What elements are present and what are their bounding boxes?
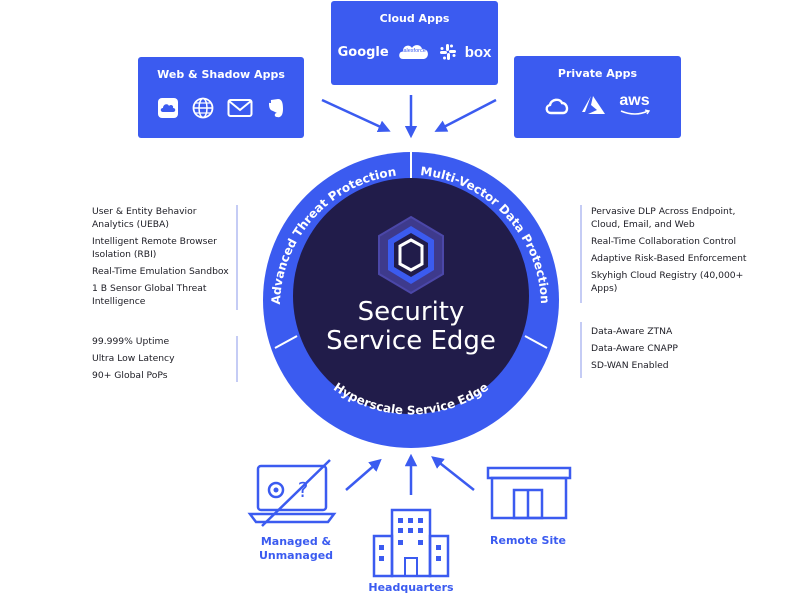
feature-collaboration: Real-Time Collaboration Control — [591, 236, 737, 247]
private-apps-connector — [434, 98, 497, 132]
feature-sdwan: SD-WAN Enabled — [591, 360, 669, 371]
managed-unmanaged-label: Managed & Unmanaged — [258, 535, 334, 562]
right-divider-2 — [580, 322, 582, 378]
remote-site-label: Remote Site — [490, 534, 566, 547]
web-shadow-apps-box: Web & Shadow Apps — [138, 57, 304, 138]
private-apps-box: Private Apps aws — [514, 56, 681, 138]
globe-icon — [192, 97, 213, 119]
outer-ring — [263, 152, 559, 448]
right-feature-list-2: Data-Aware ZTNA Data-Aware CNAPP SD-WAN … — [591, 325, 766, 376]
box-logo: box — [464, 43, 492, 61]
feature-registry-line2: Apps) — [591, 283, 618, 294]
private-apps-title: Private Apps — [557, 67, 638, 80]
feature-cnapp: Data-Aware CNAPP — [591, 343, 678, 354]
core-circle — [293, 178, 529, 414]
ring-divider-right — [524, 335, 548, 349]
salesforce-logo: salesforce — [397, 41, 431, 63]
feature-ztna: Data-Aware ZTNA — [591, 326, 673, 337]
feature-sandbox: Real-Time Emulation Sandbox — [92, 266, 229, 277]
feature-pops: 90+ Global PoPs — [92, 370, 168, 381]
web-apps-connector — [321, 98, 391, 133]
remote-site-store-icon — [486, 466, 572, 520]
feature-sensor-line1: 1 B Sensor Global Threat — [92, 283, 207, 294]
feature-rbi-line2: Isolation (RBI) — [92, 249, 157, 260]
feature-ueba-line1: User & Entity Behavior — [92, 206, 197, 217]
left-arrow-under — [342, 470, 375, 500]
ring-divider-left — [274, 335, 298, 349]
right-feature-list-1: Pervasive DLP Across Endpoint, Cloud, Em… — [591, 205, 766, 295]
headquarters-building-icon — [372, 508, 450, 578]
left-divider-2 — [236, 336, 238, 382]
left-feature-list-2: 99.999% Uptime Ultra Low Latency 90+ Glo… — [92, 335, 232, 386]
mail-icon — [227, 99, 252, 117]
ring-label-right: Multi-Vector Data Protection — [420, 164, 552, 304]
laptop-icon: ? — [247, 459, 337, 527]
cloud-apps-title: Cloud Apps — [379, 12, 450, 25]
center-title-line1: Security — [358, 297, 465, 327]
ring-label-bottom: Hyperscale Service Edge — [331, 380, 491, 418]
feature-adaptive-risk: Adaptive Risk-Based Enforcement — [591, 253, 747, 264]
left-feature-list-1: User & Entity Behavior Analytics (UEBA) … — [92, 205, 232, 308]
left-divider-1 — [236, 205, 238, 310]
web-shadow-apps-title: Web & Shadow Apps — [157, 68, 285, 81]
feature-rbi-line1: Intelligent Remote Browser — [92, 236, 217, 247]
ring-label-left: Advanced Threat Protection — [269, 165, 397, 305]
center-title-line2: Service Edge — [326, 326, 496, 356]
azure-icon — [581, 96, 605, 114]
hexagon-logo-icon — [378, 215, 444, 295]
feature-ueba-line2: Analytics (UEBA) — [92, 219, 169, 230]
right-divider-1 — [580, 205, 582, 303]
svg-text:?: ? — [298, 478, 309, 502]
feature-dlp-line1: Pervasive DLP Across Endpoint, — [591, 206, 736, 217]
slack-icon — [439, 44, 456, 60]
headquarters-label: Headquarters — [368, 581, 454, 594]
google-cloud-icon — [545, 98, 568, 115]
managed-connector — [345, 458, 382, 491]
remote-connector — [431, 456, 475, 491]
evernote-icon — [268, 99, 283, 118]
cloud-icon — [157, 98, 178, 118]
aws-logo: aws — [618, 92, 652, 118]
feature-latency: Ultra Low Latency — [92, 353, 175, 364]
feature-registry-line1: Skyhigh Cloud Registry (40,000+ — [591, 270, 744, 281]
feature-sensor-line2: Intelligence — [92, 296, 146, 307]
feature-dlp-line2: Cloud, Email, and Web — [591, 219, 695, 230]
feature-uptime: 99.999% Uptime — [92, 336, 170, 347]
google-logo: Google — [337, 44, 389, 60]
cloud-apps-box: Cloud Apps Google salesforce box — [331, 1, 498, 85]
